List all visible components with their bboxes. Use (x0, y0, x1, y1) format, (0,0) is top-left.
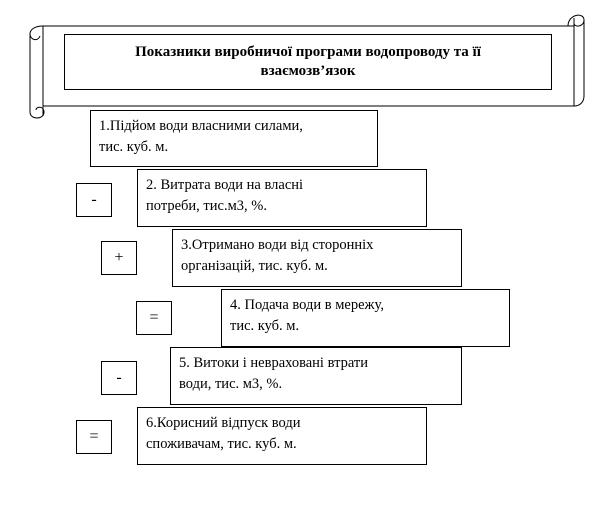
step-1-line-2: тис. куб. м. (99, 139, 169, 155)
operator-equals-1: = (136, 301, 172, 335)
step-6-box: 6.Корисний відпуск води споживачам, тис.… (137, 407, 427, 465)
step-5-line-2: води, тис. м3, %. (179, 376, 283, 392)
step-6-line-2: споживачам, тис. куб. м. (146, 436, 297, 452)
step-3-line-2: організацій, тис. куб. м. (181, 258, 328, 274)
step-4-box: 4. Подача води в мережу, тис. куб. м. (221, 289, 510, 347)
operator-plus: + (101, 241, 137, 275)
operator-equals-2: = (76, 420, 112, 454)
title-line-2: взаємозв’язок (260, 63, 356, 79)
step-1-line-1: 1.Підйом води власними силами, (99, 118, 303, 134)
diagram-title-box: Показники виробничої програми водопровод… (64, 34, 552, 90)
diagram-title: Показники виробничої програми водопровод… (78, 43, 538, 81)
step-2-line-2: потреби, тис.м3, %. (146, 198, 267, 214)
step-2-line-1: 2. Витрата води на власні (146, 177, 304, 193)
step-4-line-1: 4. Подача води в мережу, (230, 297, 384, 313)
step-1-box: 1.Підйом води власними силами, тис. куб.… (90, 110, 378, 167)
step-3-box: 3.Отримано води від сторонніх організаці… (172, 229, 462, 287)
operator-minus-1: - (76, 183, 112, 217)
step-4-line-2: тис. куб. м. (230, 318, 300, 334)
step-6-line-1: 6.Корисний відпуск води (146, 415, 301, 431)
step-5-line-1: 5. Витоки і невраховані втрати (179, 355, 368, 371)
title-line-1: Показники виробничої програми водопровод… (135, 44, 481, 60)
operator-minus-2: - (101, 361, 137, 395)
step-5-box: 5. Витоки і невраховані втрати води, тис… (170, 347, 462, 405)
step-3-line-1: 3.Отримано води від сторонніх (181, 237, 374, 253)
step-2-box: 2. Витрата води на власні потреби, тис.м… (137, 169, 427, 227)
